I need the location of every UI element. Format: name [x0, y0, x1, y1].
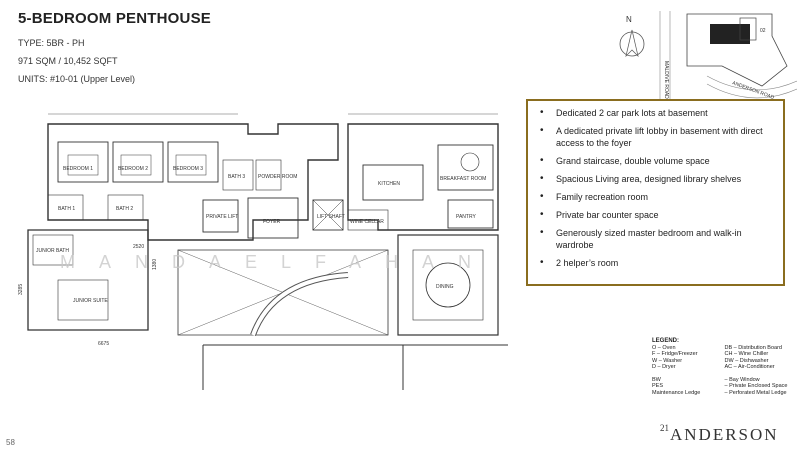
- unit-type: TYPE: 5BR - PH: [18, 38, 85, 48]
- brand-name: ANDERSON: [670, 425, 779, 444]
- label-bedroom-2: BEDROOM 2: [118, 166, 148, 172]
- floor-plan: BEDROOM 1 BEDROOM 2 BEDROOM 3 BATH 1 BAT…: [18, 113, 508, 390]
- legend-entry: W – Washer: [652, 357, 683, 364]
- legend-entry: Maintenance Ledge: [652, 389, 701, 396]
- label-lift-shaft: LIFT SHAFT: [317, 214, 345, 220]
- label-powder-room: POWDER ROOM: [258, 174, 297, 180]
- feature-item: Grand staircase, double volume space: [538, 155, 775, 167]
- label-junior-suite: JUNIOR SUITE: [73, 298, 108, 304]
- feature-item: Spacious Living area, designed library s…: [538, 173, 775, 185]
- key-plan: N MALDIVE ROAD 02 ANDERSON ROAD: [619, 11, 797, 101]
- label-wine-cellar: WINE CELLAR: [350, 219, 384, 225]
- legend-entry: O – Oven: [652, 344, 676, 351]
- legend-entry: F – Fridge/Freezer: [652, 351, 698, 357]
- dim-2520: 2520: [133, 244, 144, 250]
- compass-letter: N: [626, 15, 632, 24]
- unit-tag: 02: [760, 28, 766, 34]
- legend-entry: CH – Wine Chiller: [724, 351, 769, 357]
- label-kitchen: KITCHEN: [378, 181, 400, 187]
- label-dining: DINING: [436, 284, 454, 290]
- dim-6675: 6675: [98, 341, 109, 347]
- features-panel: Dedicated 2 car park lots at basement A …: [526, 99, 785, 286]
- label-bedroom-1: BEDROOM 1: [63, 166, 93, 172]
- road-label-maldive: MALDIVE ROAD: [663, 61, 669, 99]
- legend-entry: AC – Air-Conditioner: [724, 364, 775, 370]
- label-bath-2: BATH 2: [116, 206, 133, 212]
- label-pantry: PANTRY: [456, 214, 476, 220]
- brand-logo: 21ANDERSON: [660, 423, 779, 445]
- label-bedroom-3: BEDROOM 3: [173, 166, 203, 172]
- compass-icon: [625, 29, 639, 58]
- dim-3285: 3285: [18, 284, 24, 295]
- legend-entry: PES: [652, 383, 664, 389]
- brand-sup: 21: [660, 423, 669, 433]
- unit-area: 971 SQM / 10,452 SQFT: [18, 56, 118, 66]
- feature-item: Family recreation room: [538, 191, 775, 203]
- feature-item: 2 helper’s room: [538, 257, 775, 269]
- highlighted-block: [710, 24, 750, 44]
- legend-entry: – Bay Window: [724, 376, 760, 383]
- label-junior-bath: JUNIOR BATH: [36, 248, 69, 254]
- feature-item: Generously sized master bedroom and walk…: [538, 227, 775, 251]
- legend-entry: BW: [652, 376, 661, 383]
- label-bath-3: BATH 3: [228, 174, 245, 180]
- page-number: 58: [6, 438, 15, 447]
- legend-entry: D – Dryer: [652, 364, 676, 370]
- page-title: 5-BEDROOM PENTHOUSE: [18, 10, 211, 27]
- features-list: Dedicated 2 car park lots at basement A …: [538, 107, 775, 269]
- legend-entry: – Perforated Metal Ledge: [724, 389, 787, 396]
- legend-heading: LEGEND:: [652, 338, 679, 344]
- label-private-lift: PRIVATE LIFT: [206, 214, 238, 220]
- legend-entry: – Private Enclosed Space: [724, 383, 788, 389]
- unit-numbers: UNITS: #10-01 (Upper Level): [18, 74, 136, 84]
- legend-entry: DB – Distribution Board: [724, 344, 782, 351]
- feature-item: Dedicated 2 car park lots at basement: [538, 107, 775, 119]
- label-breakfast-room: BREAKFAST ROOM: [440, 176, 486, 182]
- label-bath-1: BATH 1: [58, 206, 75, 212]
- feature-item: Private bar counter space: [538, 209, 775, 221]
- dim-1380: 1380: [152, 259, 158, 270]
- watermark: MANDAELFAHAN: [60, 252, 496, 272]
- label-foyer: FOYER: [263, 219, 281, 225]
- feature-item: A dedicated private lift lobby in baseme…: [538, 125, 775, 149]
- legend-entry: DW – Dishwasher: [724, 357, 769, 364]
